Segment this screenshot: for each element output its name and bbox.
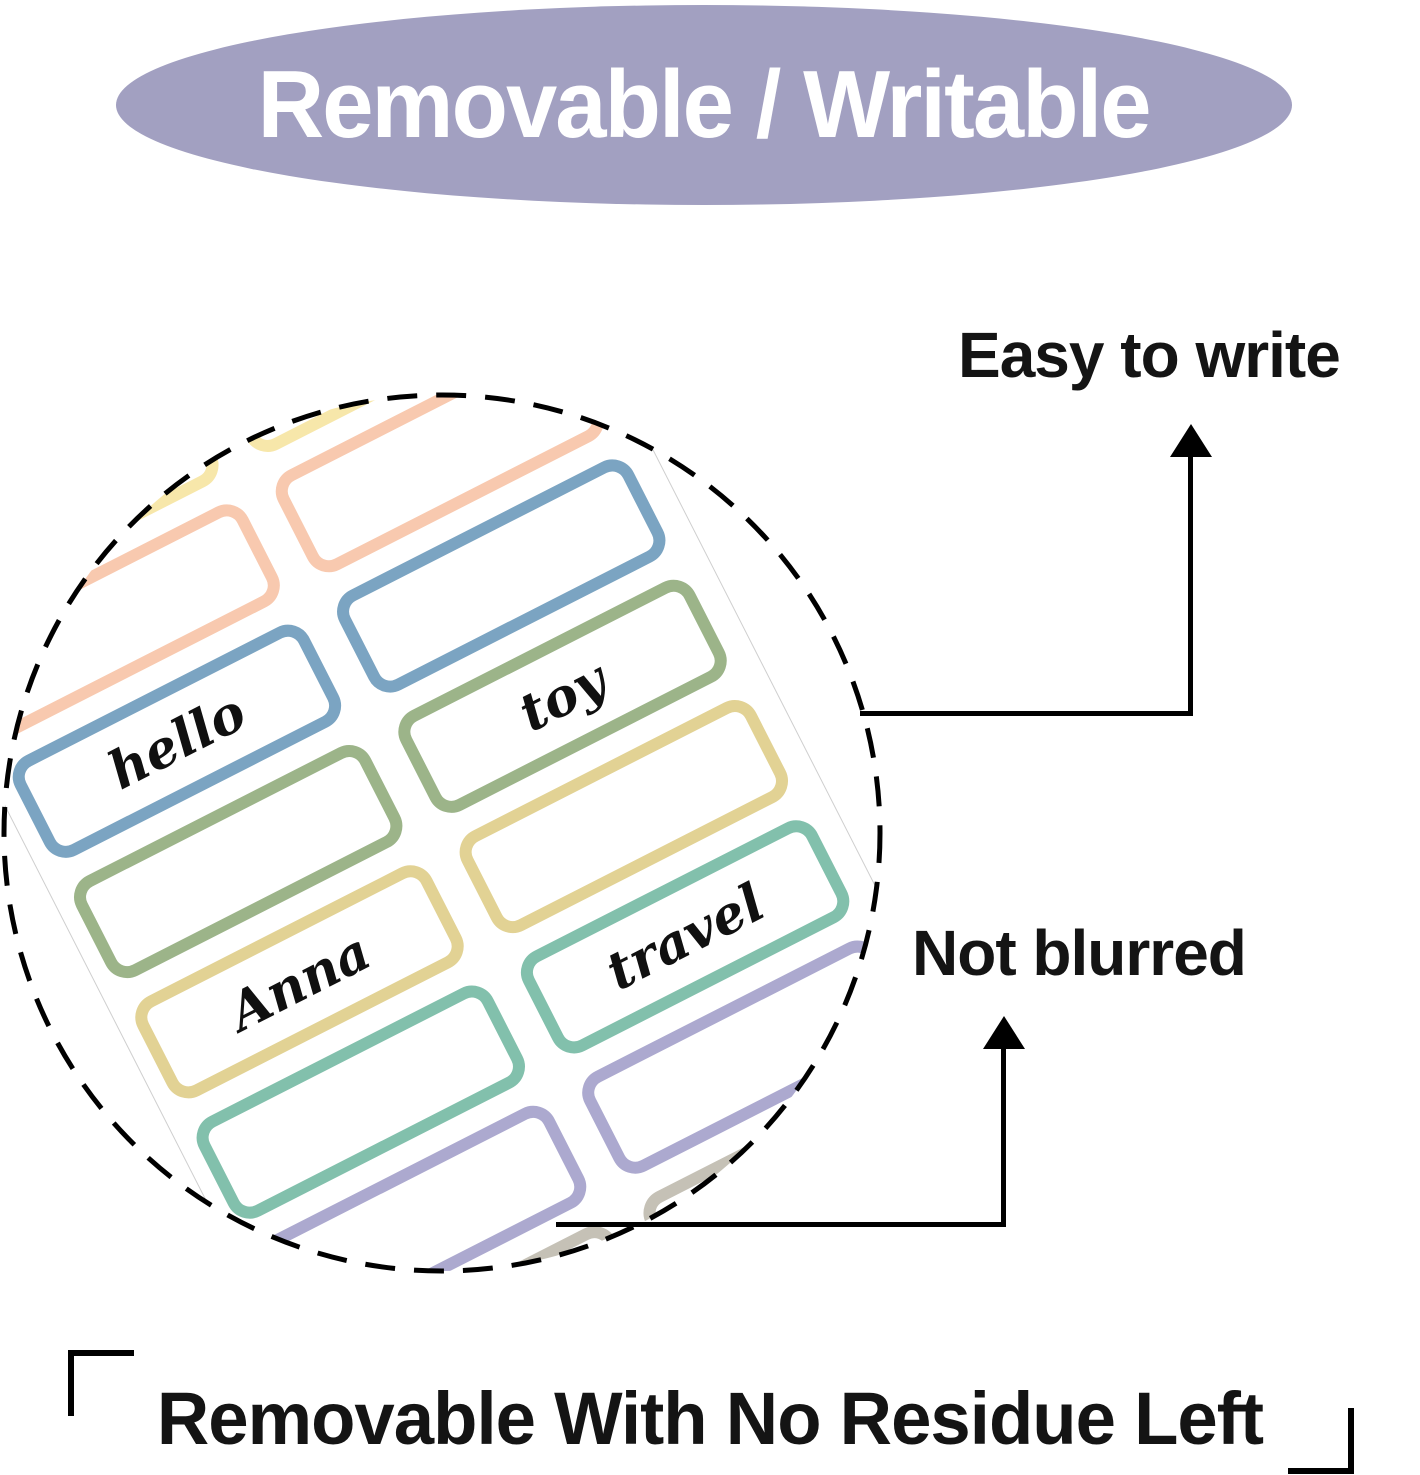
label-handwriting: toy: [509, 648, 616, 744]
blur-arrow-horizontal-line: [556, 1222, 1006, 1227]
label-handwriting: hello: [98, 681, 256, 802]
corner-bracket-top-left-icon: [68, 1350, 134, 1416]
corner-bracket-bottom-right-icon: [1288, 1408, 1354, 1474]
bottom-claim-label: Removable With No Residue Left: [156, 1377, 1264, 1460]
easy-to-write-label: Easy to write: [958, 319, 1341, 391]
easy-arrow-horizontal-line: [860, 711, 1193, 716]
blur-arrow-vertical-line: [1001, 1048, 1006, 1225]
up-arrow-icon: [983, 1016, 1025, 1049]
banner-title: Removable / Writable: [257, 51, 1152, 158]
easy-arrow-vertical-line: [1188, 452, 1193, 714]
banner-ellipse: Removable / Writable: [116, 5, 1292, 205]
label-handwriting: Anna: [218, 920, 381, 1043]
label-handwriting: travel: [596, 871, 774, 1003]
up-arrow-icon: [1170, 424, 1212, 457]
not-blurred-label: Not blurred: [912, 917, 1247, 989]
